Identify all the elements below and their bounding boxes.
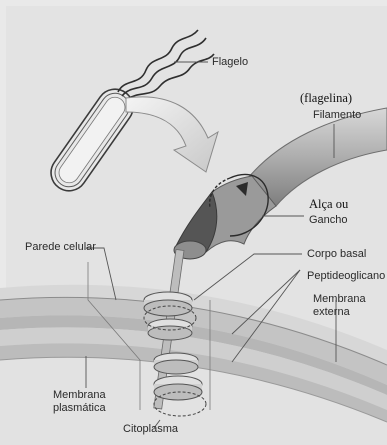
label-corpo-basal: Corpo basal <box>307 248 366 261</box>
label-parede-celular: Parede celular <box>25 241 96 254</box>
label-membrana-plasmatica-1: Membrana <box>53 389 106 402</box>
label-membrana-externa-1: Membrana <box>313 293 366 306</box>
label-flagelo: Flagelo <box>212 56 248 69</box>
label-alca-ou: Alça ou <box>309 198 348 211</box>
label-citoplasma: Citoplasma <box>123 423 178 436</box>
label-filamento: Filamento <box>313 109 361 122</box>
label-flagelina: (flagelina) <box>300 92 352 105</box>
basal-ring-s <box>154 353 198 374</box>
basal-ring-l <box>144 292 192 316</box>
label-gancho: Gancho <box>309 214 348 227</box>
label-peptideoglicano: Peptideoglicano <box>307 270 385 283</box>
basal-ring-m <box>154 376 202 400</box>
label-membrana-plasmatica-2: plasmática <box>53 402 106 415</box>
label-membrana-externa-2: externa <box>313 306 350 319</box>
